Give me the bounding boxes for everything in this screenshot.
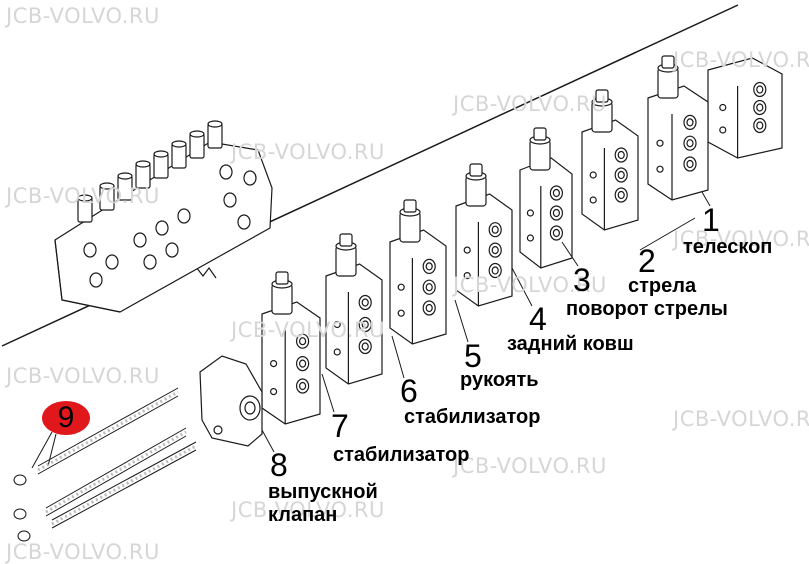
part-number-3: 3 [573,262,591,298]
block-port [105,254,119,270]
block-solenoid-cap [117,172,133,180]
nut [13,474,27,486]
block-port [89,272,103,288]
valve-section-6 [389,199,447,345]
leader-line [639,217,696,251]
valve-section-2 [647,55,709,201]
watermark-text: JCB-VOLVO.RU [6,540,160,564]
watermark-text: JCB-VOLVO.RU [673,227,809,251]
block-port [83,242,97,258]
valve-section-5 [455,163,513,307]
block-solenoid [153,153,169,179]
tie-rod [51,441,197,529]
block-solenoid-cap [99,182,115,190]
part-number-9: 9 [57,401,75,434]
watermark-text: JCB-VOLVO.RU [453,273,607,297]
leader-line [561,241,579,267]
valve-section-7 [325,233,383,385]
block-port [133,232,147,248]
part-number-8: 8 [270,447,288,483]
watermark-text: JCB-VOLVO.RU [673,48,809,72]
leader-line [47,433,57,467]
valve-section-3 [581,89,639,231]
block-solenoid-cap [171,140,187,148]
watermark-text: JCB-VOLVO.RU [453,92,607,116]
watermark-text: JCB-VOLVO.RU [453,454,607,478]
watermark-text: JCB-VOLVO.RU [6,4,160,28]
watermark-text: JCB-VOLVO.RU [6,364,160,388]
part-label-5: рукоять [460,369,539,391]
leader-line [261,429,275,453]
leader-line [511,267,533,307]
block-port [243,170,257,186]
watermark-text: JCB-VOLVO.RU [231,498,385,522]
valve-section-4 [519,127,573,269]
leader-line [701,191,711,207]
watermark-text: JCB-VOLVO.RU [6,184,160,208]
watermark-text: JCB-VOLVO.RU [231,140,385,164]
block-port [155,220,169,236]
block-solenoid [189,133,205,159]
block-port [177,208,191,224]
leader-line [454,299,469,343]
relief-valve-body [199,355,263,447]
part-label-1: телескоп [683,236,773,258]
block-solenoid [171,143,187,169]
part-number-6: 6 [400,373,418,409]
break-mark [195,266,217,279]
block-solenoid-cap [207,120,223,128]
valve-section-1 [707,57,783,159]
watermark-text: JCB-VOLVO.RU [231,318,385,342]
part-9-badge-circle [42,401,90,435]
part-label-2: стрела [628,275,697,297]
block-port [237,214,251,230]
block-port [143,254,157,270]
block-port [219,164,233,180]
part-label-6: стабилизатор [404,406,541,428]
part-label-7: стабилизатор [333,444,470,466]
tie-rod [37,387,179,475]
leader-line [391,335,405,379]
tie-rod [45,427,187,517]
nut [17,530,31,542]
leader-line [321,373,335,413]
part-number-1: 1 [702,202,720,238]
part-label-8: выпускной клапан [268,481,378,526]
block-solenoid-cap [153,150,169,158]
part-number-4: 4 [529,301,547,337]
nut [13,508,27,520]
block-port [165,242,179,258]
leader-line [31,431,53,469]
block-port [223,192,237,208]
block-solenoid-cap [77,194,93,202]
valve-section-8 [261,271,321,425]
part-number-5: 5 [464,338,482,374]
block-solenoid-cap [135,160,151,168]
part-label-4: задний ковш [507,333,634,355]
assembled-valve-block [54,120,273,313]
watermark-text: JCB-VOLVO.RU [673,407,809,431]
part-number-7: 7 [331,408,349,444]
part-number-2: 2 [638,243,656,279]
part-label-3: поворот стрелы [566,298,728,320]
block-solenoid-cap [189,130,205,138]
